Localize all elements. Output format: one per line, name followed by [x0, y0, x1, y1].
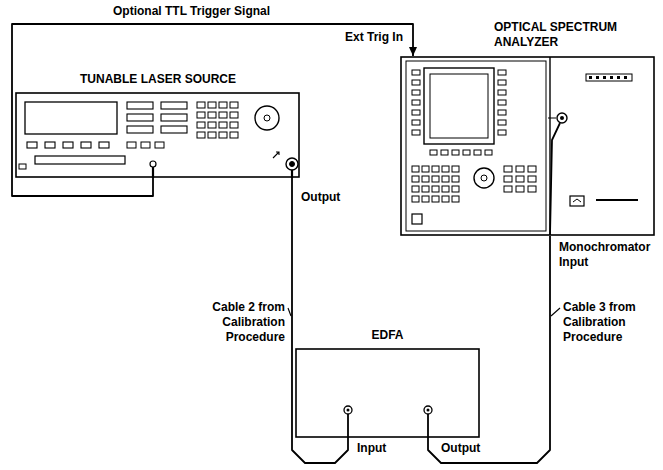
- optical-spectrum-analyzer: OPTICAL SPECTRUM ANALYZER: [400, 20, 655, 236]
- instrument-drawing: [400, 56, 655, 236]
- cable-label: Cable 3 from Calibration Procedure: [562, 300, 646, 345]
- tunable-laser-source: TUNABLE LASER SOURCE: [15, 72, 301, 178]
- cable-label: Cable 2 from Calibration Procedure: [202, 300, 286, 345]
- port-label: Input: [356, 441, 387, 456]
- instrument-body: [400, 56, 655, 236]
- port-label: Monochromator Input: [558, 240, 660, 270]
- port-label: Output: [300, 190, 341, 205]
- port-label: Output: [440, 441, 481, 456]
- port-label: Ext Trig In: [344, 30, 404, 45]
- signal-label: Optional TTL Trigger Signal: [112, 4, 271, 19]
- cable-connector: [12, 24, 417, 196]
- instrument-title: OPTICAL SPECTRUM ANALYZER: [492, 20, 636, 50]
- instrument-body: [295, 348, 480, 438]
- instrument-title: TUNABLE LASER SOURCE: [78, 72, 238, 87]
- leader-line: [288, 308, 291, 316]
- instrument-title: EDFA: [369, 328, 405, 343]
- leader-line: [551, 308, 560, 316]
- instrument-body: [15, 92, 301, 178]
- edfa-unit: EDFA: [295, 328, 480, 438]
- instrument-drawing: [15, 92, 301, 178]
- instrument-drawing: [295, 348, 480, 438]
